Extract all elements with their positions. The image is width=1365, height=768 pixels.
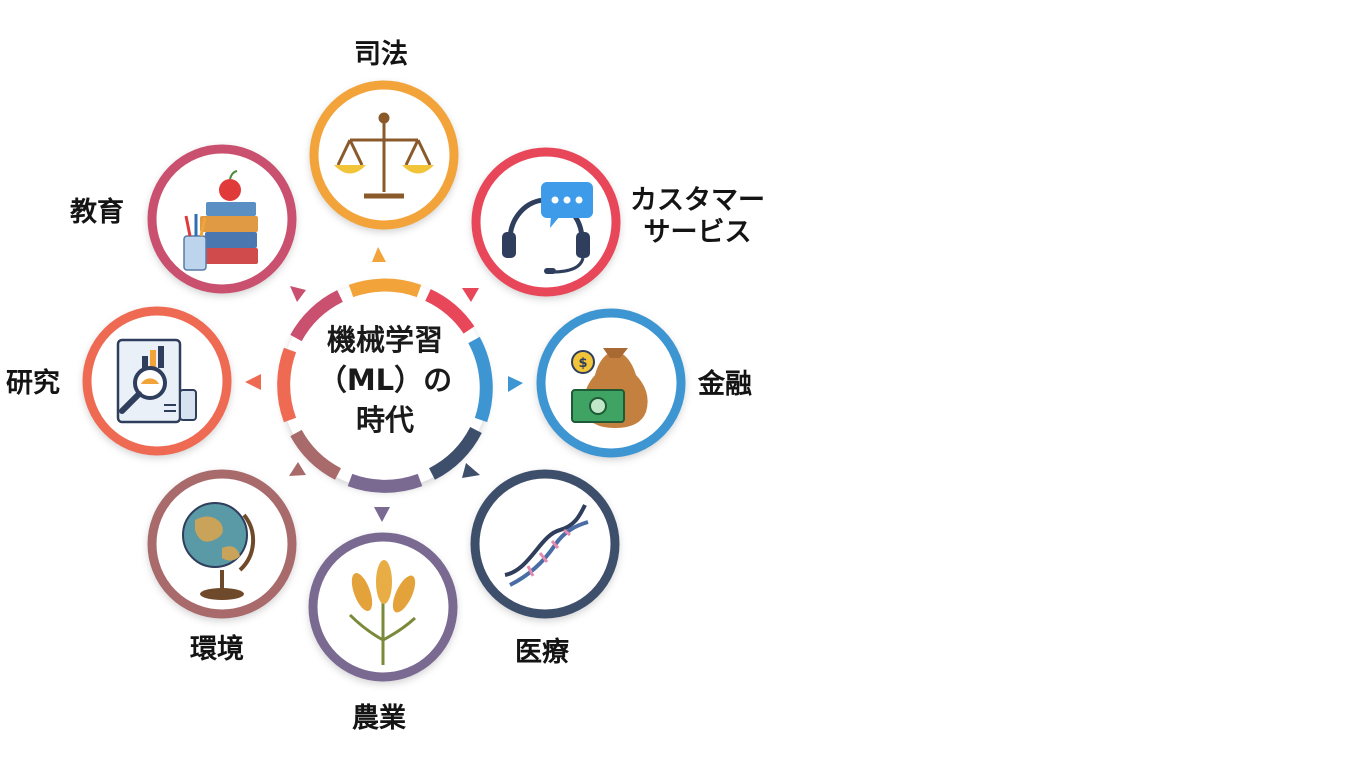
label-customer-service-line2: サービス (643, 217, 752, 248)
scales-icon (336, 112, 432, 199)
center-title-line2: （ML）の (317, 363, 453, 397)
label-medical: 医療 (515, 637, 569, 668)
arrow-down (374, 507, 390, 522)
arrow-up-left (290, 286, 306, 302)
center-title: 機械学習 （ML）の 時代 (300, 320, 470, 440)
arrow-up-right (462, 288, 479, 302)
direction-arrows (245, 247, 523, 522)
center-ring (277, 278, 493, 493)
svg-text:$: $ (578, 356, 587, 371)
label-agriculture: 農業 (352, 703, 406, 734)
books-apple-icon (183, 170, 258, 271)
arrow-down-right (462, 463, 480, 478)
wheat-icon (348, 560, 417, 665)
node-justice (309, 80, 459, 230)
label-education: 教育 (70, 197, 124, 228)
node-customer-service (471, 147, 621, 297)
arrow-down-left (289, 462, 306, 476)
money-bag-icon: $ (571, 348, 648, 428)
label-research: 研究 (6, 368, 60, 399)
label-finance: 金融 (698, 369, 752, 400)
label-environment: 環境 (190, 634, 244, 665)
node-education (147, 144, 297, 294)
arrow-left (245, 374, 261, 390)
label-customer-service: カスタマー サービス (630, 185, 765, 249)
node-research (82, 306, 232, 456)
label-customer-service-line1: カスタマー (630, 185, 765, 216)
node-finance: $ (536, 308, 686, 458)
report-magnifier-icon (116, 338, 197, 424)
node-environment (147, 469, 297, 619)
headset-chat-icon (502, 182, 593, 274)
globe-icon (182, 502, 256, 600)
scale-pan-left (334, 165, 366, 174)
label-justice: 司法 (354, 39, 408, 70)
scale-pan-right (402, 165, 434, 174)
arrow-up (372, 247, 386, 262)
node-agriculture (308, 532, 458, 682)
node-medical (470, 469, 620, 619)
dna-icon (504, 504, 589, 587)
center-title-line3: 時代 (355, 403, 414, 437)
center-title-line1: 機械学習 (326, 323, 443, 357)
arrow-right (508, 376, 523, 392)
